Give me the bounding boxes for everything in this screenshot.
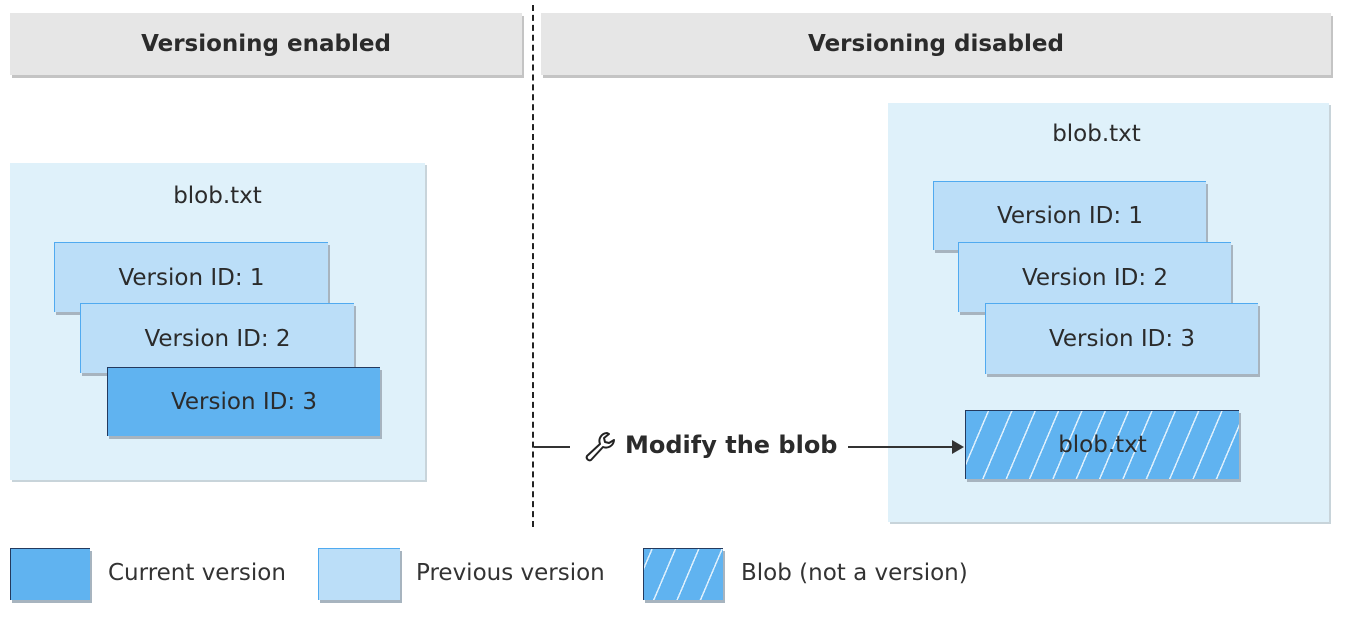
blob-box: blob.txt — [965, 410, 1239, 479]
version-box-2: Version ID: 2 — [958, 242, 1231, 312]
blob-title: blob.txt — [173, 183, 262, 209]
version-box-2: Version ID: 2 — [80, 303, 354, 373]
version-label: Version ID: 3 — [170, 389, 318, 415]
legend-previous-label: Previous version — [416, 560, 605, 586]
header-label: Versioning enabled — [141, 31, 391, 57]
wrench-icon — [585, 432, 615, 462]
legend-blob-swatch — [643, 548, 723, 600]
header-versioning-enabled: Versioning enabled — [10, 13, 522, 75]
current-version-box: Version ID: 3 — [107, 367, 380, 436]
legend-blob-label: Blob (not a version) — [741, 560, 968, 586]
version-label: Version ID: 2 — [1021, 264, 1169, 291]
action-label: Modify the blob — [625, 431, 838, 459]
connector-line — [534, 446, 570, 448]
header-versioning-disabled: Versioning disabled — [541, 13, 1331, 75]
blob-label: blob.txt — [1058, 432, 1147, 458]
legend-current-label: Current version — [108, 560, 286, 586]
version-label: Version ID: 1 — [996, 203, 1144, 229]
version-box-1: Version ID: 1 — [933, 181, 1206, 250]
header-label: Versioning disabled — [808, 31, 1064, 57]
version-label: Version ID: 3 — [1048, 326, 1196, 352]
legend-previous-swatch — [318, 548, 400, 600]
legend-current-swatch — [10, 548, 90, 600]
arrow — [848, 440, 964, 454]
version-box-1: Version ID: 1 — [54, 242, 328, 312]
version-box-3: Version ID: 3 — [985, 303, 1258, 374]
blob-title: blob.txt — [1052, 121, 1141, 147]
version-label: Version ID: 1 — [118, 264, 265, 291]
version-label: Version ID: 2 — [144, 325, 291, 352]
divider-line — [532, 5, 534, 527]
